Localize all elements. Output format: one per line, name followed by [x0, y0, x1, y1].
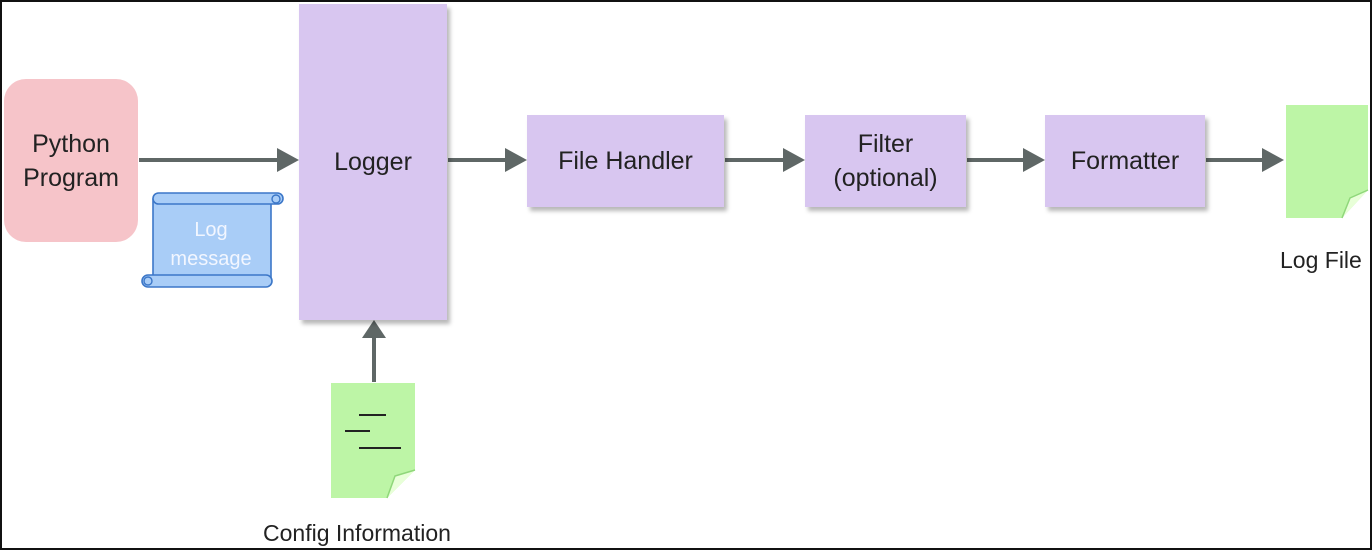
python-program-node: Python Program: [4, 79, 138, 242]
formatter-node: Formatter: [1045, 115, 1205, 207]
config-document-icon: [331, 383, 416, 499]
log-file-document-icon: [1286, 105, 1369, 219]
logger-node: Logger: [299, 4, 447, 320]
filter-label: Filter (optional): [833, 130, 938, 192]
arrow-head-icon: [1023, 148, 1045, 172]
log-file-label: Log File: [1280, 247, 1362, 273]
arrow-head-icon: [505, 148, 527, 172]
file-handler-node: File Handler: [527, 115, 724, 207]
log-message-scroll-icon: [141, 192, 284, 288]
logger-label: Logger: [334, 148, 412, 176]
formatter-label: Formatter: [1070, 147, 1180, 175]
config-information-label: Config Information: [263, 520, 451, 546]
arrow-head-icon: [1262, 148, 1284, 172]
filter-node: Filter (optional): [805, 115, 966, 207]
arrow-head-icon: [362, 320, 386, 338]
log-message-label-wrap: Log message: [152, 212, 270, 278]
arrow-head-icon: [277, 148, 299, 172]
arrow-head-icon: [783, 148, 805, 172]
python-program-label: Python Program: [23, 129, 119, 192]
log-message-label: Log message: [170, 219, 252, 270]
file-handler-label: File Handler: [558, 147, 693, 175]
